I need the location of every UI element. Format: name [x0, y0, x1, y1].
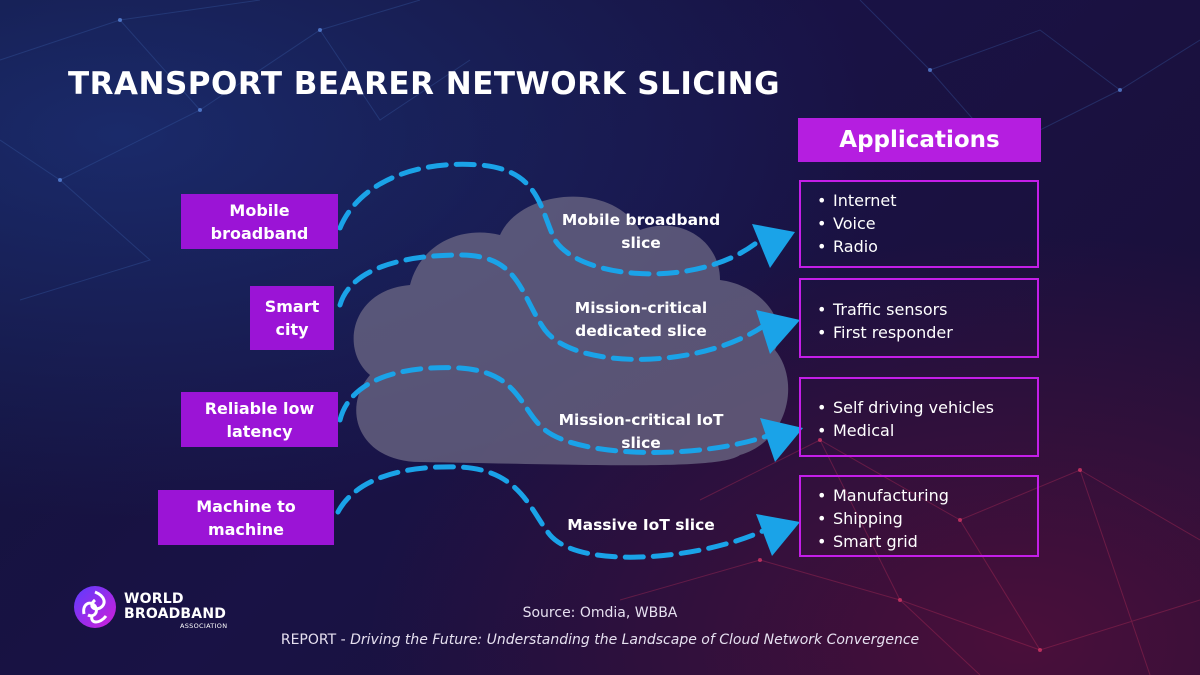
cloud-shape [353, 196, 789, 466]
slice-path-machine [335, 464, 768, 560]
slice-label-massive-iot: Massive IoT slice [567, 516, 715, 534]
logo-line-world: WORLD [124, 591, 184, 607]
page-title: TRANSPORT BEARER NETWORK SLICING [68, 66, 781, 102]
applications-group-iot: Self driving vehicles Medical [799, 377, 1039, 457]
applications-group-dedicated: Traffic sensors First responder [799, 278, 1039, 358]
application-item: Self driving vehicles [817, 396, 1027, 419]
source-machine-to-machine: Machine to machine [158, 490, 334, 545]
logo-line-broadband: BROADBAND [124, 606, 227, 622]
wbba-logo-icon [74, 586, 116, 628]
arrow-machine [756, 514, 800, 556]
application-item: Medical [817, 419, 1027, 442]
application-item: First responder [817, 321, 1027, 344]
application-item: Manufacturing [817, 484, 1027, 507]
application-item: Voice [817, 212, 1027, 235]
application-item: Shipping [817, 507, 1027, 530]
source-note: Source: Omdia, WBBA [522, 605, 678, 621]
report-title: Driving the Future: Understanding the La… [350, 632, 920, 648]
application-item: Smart grid [817, 530, 1027, 553]
arrow-low-latency [760, 418, 803, 462]
applications-header: Applications [798, 118, 1041, 162]
source-mobile-broadband: Mobile broadband [181, 194, 338, 249]
applications-group-massive-iot: Manufacturing Shipping Smart grid [799, 475, 1039, 557]
source-smart-city: Smart city [250, 286, 334, 350]
logo-wordmark: WORLD BROADBAND [124, 592, 226, 622]
slice-path-low-latency [337, 365, 773, 455]
application-item: Internet [817, 189, 1027, 212]
arrow-mobile-broadband [752, 224, 795, 268]
application-item: Traffic sensors [817, 298, 1027, 321]
slice-label-mission-critical-dedicated: Mission-critical dedicated slice [574, 299, 708, 340]
slice-path-mobile-broadband [337, 161, 763, 277]
logo-line-association: ASSOCIATION [180, 622, 228, 630]
arrow-smart-city [756, 310, 800, 354]
source-reliable-low-latency: Reliable low latency [181, 392, 338, 447]
slice-label-mobile-broadband: Mobile broadband slice [561, 211, 721, 252]
applications-group-mobile-broadband: Internet Voice Radio [799, 180, 1039, 268]
slice-label-mission-critical-iot: Mission-critical IoT slice [558, 411, 724, 452]
application-item: Radio [817, 235, 1027, 258]
report-prefix: REPORT - [280, 632, 351, 648]
slice-path-smart-city [337, 252, 768, 362]
wbba-logo: WORLD BROADBAND ASSOCIATION [72, 584, 232, 632]
report-note: REPORT - Driving the Future: Understandi… [0, 632, 1200, 648]
